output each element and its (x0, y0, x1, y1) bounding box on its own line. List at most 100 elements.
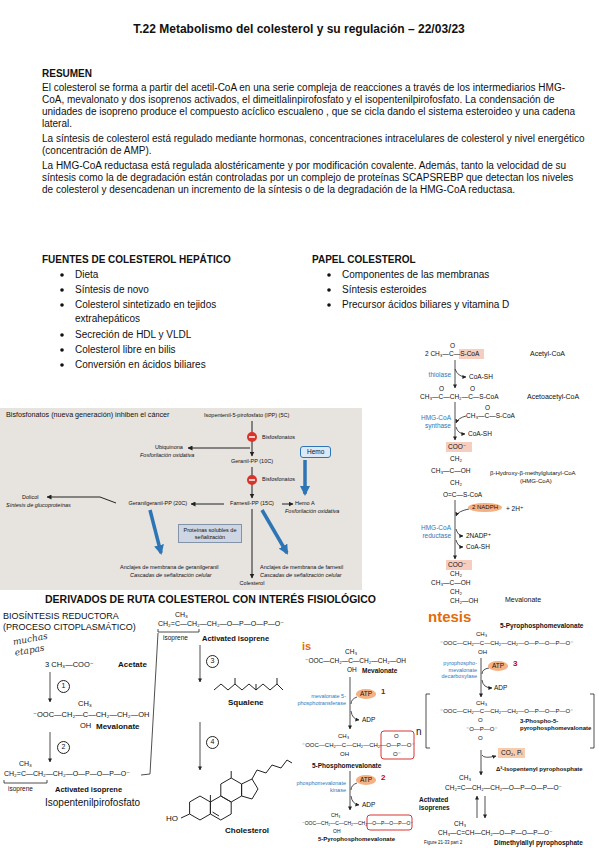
signal-box: Proteínas solubles de señalización (178, 524, 242, 543)
node-text: Isopentenil-5-pirofosfato (IPP) (5C) (204, 412, 289, 419)
text-label: La HMG-CoA reductasa está regulada alost… (42, 160, 587, 196)
text-label: Acetyl-CoA (530, 350, 565, 358)
reaction-arrow (477, 796, 478, 818)
text-label: Activated isoprenes (419, 796, 459, 812)
node-text: Bisfosfonatos (nueva generación) inhiben… (6, 411, 169, 420)
text-label: CH₃—C—OH (431, 467, 470, 475)
text-label: DERIVADOS DE RUTA COLESTEROL CON INTERÉS… (45, 593, 376, 606)
text-label: CH₃ (175, 611, 188, 619)
node-text: 3 (211, 657, 215, 665)
node-text: Síntesis de glucoproteínas (6, 502, 71, 509)
pathway-arrow (191, 504, 224, 505)
cholesterol-structure (190, 796, 211, 820)
cholesterol-structure (213, 812, 220, 816)
cholesterol-structure (231, 771, 232, 778)
cofactor-oval: ATP (356, 689, 376, 699)
node-text: Colesterol (240, 580, 265, 587)
node-text: Fosforilación oxidativa (285, 508, 339, 515)
reaction-arrow (350, 771, 351, 810)
bullet (60, 363, 64, 367)
text-label: CH₃ (476, 700, 487, 707)
cholesterol-structure (221, 778, 242, 802)
text-label: Activated isoprene (55, 785, 122, 794)
text-label: CH₃—C—CH₂—C—S-CoA (420, 393, 498, 401)
heme-box: Hemo (300, 446, 331, 458)
reaction-arrow (455, 402, 456, 440)
signal-arrow (303, 460, 307, 494)
cholesterol-structure (252, 760, 292, 779)
signal-arrow (150, 510, 161, 553)
node-text: ATP (360, 776, 372, 784)
product-box: CO₂, Pᵢ (498, 748, 525, 758)
squalene-structure (235, 678, 277, 690)
node-text: Bisfosfonatos (262, 434, 295, 441)
panel-background (0, 408, 362, 590)
text-label: CH₃ (78, 699, 92, 708)
reaction-arrow (200, 722, 201, 770)
callout-number: 3 (513, 659, 517, 669)
callout-number: 1 (381, 687, 385, 697)
bullet (327, 288, 331, 292)
node-text: Geranilgeranil-PP (20C) (128, 500, 187, 507)
node-text: Anclajes de membrana de geranilgeranil (120, 564, 218, 571)
bullet (60, 288, 64, 292)
text-label: Secreción de HDL y VLDL (75, 328, 191, 342)
text-label: Colesterol libre en bilis (75, 343, 176, 357)
reaction-arrow (50, 732, 51, 762)
text-label: CH₂=C—CH₂—CH₂—O—P—O—P—O⁻ (445, 784, 562, 792)
text-label: β-Hydroxy-β-methylglutaryl-CoA (490, 470, 576, 477)
text-label: CH₂—OH (450, 597, 478, 605)
cholesterol-structure (242, 779, 258, 799)
bullet (60, 273, 331, 367)
reaction-arrow (456, 529, 463, 536)
pathway-arrow (188, 448, 250, 449)
pathway-arrow (252, 509, 253, 578)
reaction-arrow (485, 796, 486, 818)
node-text: Proteínas solubles de señalización (181, 527, 239, 540)
text-label: ⁻OOC—CH₂—C—CH₂—CH₂—OH (33, 710, 149, 719)
text-label: (HMG-CoA) (520, 478, 552, 485)
text-label: CH₂ (450, 479, 462, 487)
node-text: Hemo (307, 448, 324, 456)
reaction-line (482, 668, 489, 674)
enzyme-label: pyrophospho- mevalonate decarboxylase (433, 660, 477, 680)
reaction-line (4, 629, 594, 790)
text-label: ADP (494, 684, 507, 692)
text-label: FUENTES DE COLESTEROL HEPÁTICO (42, 254, 231, 266)
reaction-arrow (351, 711, 359, 720)
node-text: 2 NADPH (472, 504, 498, 511)
cofactor-oval: 2 NADPH (468, 503, 502, 512)
text-label: O (478, 717, 483, 724)
reaction-line (351, 697, 357, 704)
text-label: O (439, 385, 444, 393)
text-label: CH₃—C—OH (431, 579, 470, 587)
bullet (60, 348, 64, 352)
text-label: 3 CH₃—COO⁻ (45, 660, 94, 669)
cofactor-oval: ATP (356, 775, 376, 785)
page-title: T.22 Metabolismo del colesterol y su reg… (133, 22, 464, 36)
bullet (60, 273, 64, 277)
text-label: CH₃ (19, 760, 32, 768)
node-text: Cascadas de señalización celular (130, 572, 212, 579)
text-label: Acetate (118, 660, 147, 670)
text-label: COO⁻ (448, 561, 466, 569)
text-label: ADP (362, 716, 375, 724)
bullet (60, 303, 64, 307)
cholesterol-structure (210, 796, 231, 820)
text-label: Mevalonate (362, 667, 397, 675)
reaction-arrow (455, 369, 466, 377)
node-text: Hemo A (295, 500, 315, 507)
reaction-arrow (50, 360, 496, 818)
text-label: CoA-SH (468, 430, 492, 438)
text-label: 2NADP⁺ (466, 532, 491, 540)
node-text: Fosforilación oxidativa (140, 452, 194, 459)
reaction-line (351, 783, 357, 790)
reaction-line (590, 694, 594, 748)
text-label: BIOSÍNTESIS REDUCTORA (PROCESO CITOPLASM… (3, 611, 153, 633)
inhibitor-symbol (247, 475, 257, 485)
text-label: CoA-SH (466, 543, 490, 551)
reaction-line (4, 780, 47, 783)
handwritten-note: muchas etapas (12, 630, 57, 659)
